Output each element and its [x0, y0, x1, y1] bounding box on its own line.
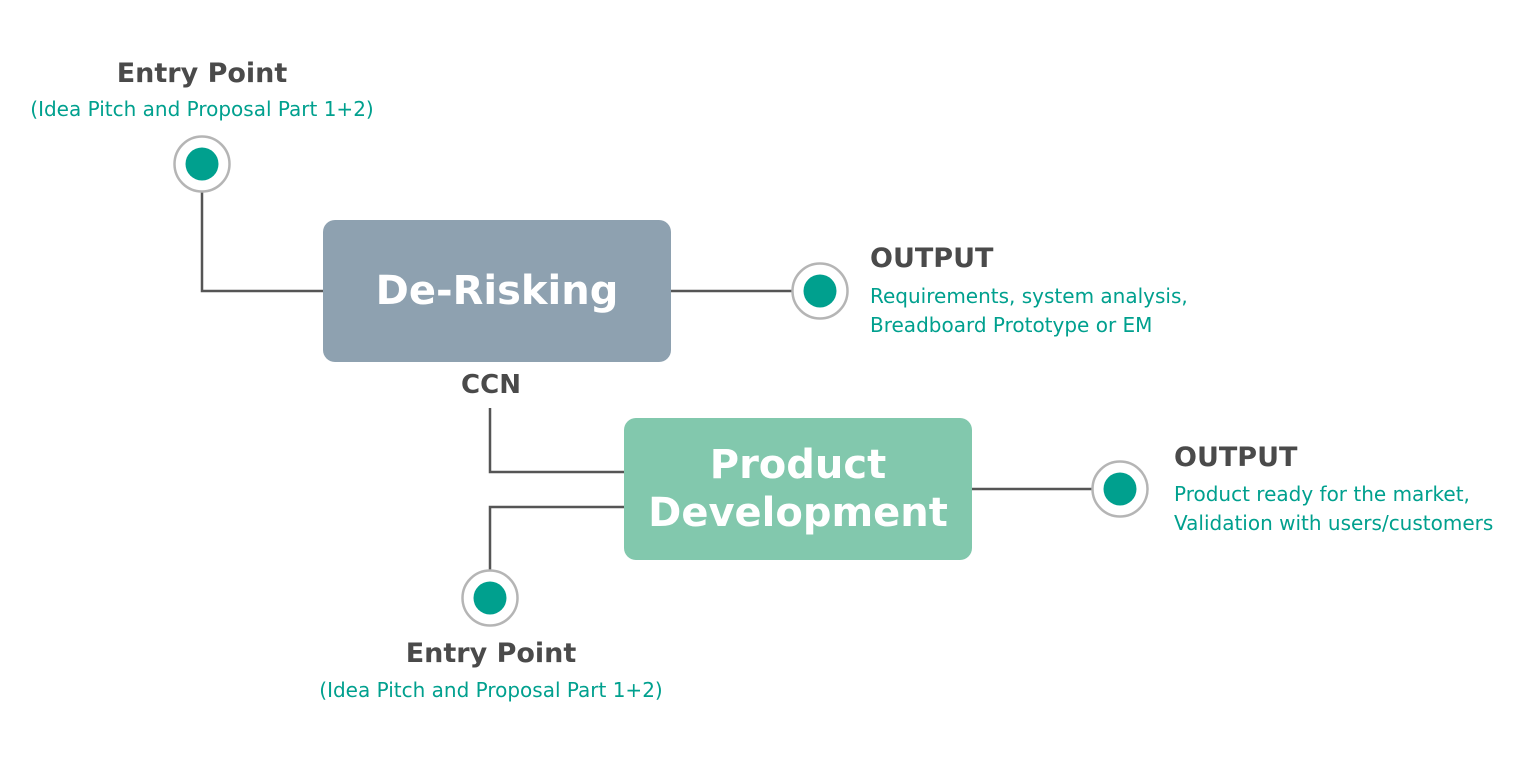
output-top-line2: Breadboard Prototype or EM — [870, 313, 1153, 337]
output-bottom-line2: Validation with users/customers — [1174, 511, 1494, 535]
entry-point-top-subtitle: (Idea Pitch and Proposal Part 1+2) — [30, 97, 374, 121]
node-output-bottom — [1091, 460, 1149, 518]
output-bottom-title: OUTPUT — [1174, 442, 1298, 473]
product-development-label-line1: Product — [709, 442, 887, 488]
output-bottom-line1: Product ready for the market, — [1174, 482, 1470, 506]
connector-entry-top-to-derisking — [200, 192, 323, 293]
entry-point-top-title: Entry Point — [116, 58, 288, 89]
node-output-top — [791, 262, 849, 320]
derisking-box: De-Risking — [323, 220, 671, 362]
node-entry-bottom — [461, 569, 519, 627]
product-development-box: Product Development — [624, 418, 972, 560]
output-top-line1: Requirements, system analysis, — [870, 284, 1188, 308]
connector-entry-bottom-to-product — [488, 505, 624, 571]
output-top-title: OUTPUT — [870, 243, 994, 274]
ccn-label: CCN — [461, 370, 521, 400]
connector-ccn-to-product — [488, 408, 624, 474]
node-entry-top — [173, 135, 231, 193]
derisking-label: De-Risking — [375, 268, 619, 314]
entry-point-bottom-title: Entry Point — [405, 638, 577, 669]
product-development-label-line2: Development — [648, 490, 948, 536]
entry-point-bottom-subtitle: (Idea Pitch and Proposal Part 1+2) — [319, 678, 663, 702]
